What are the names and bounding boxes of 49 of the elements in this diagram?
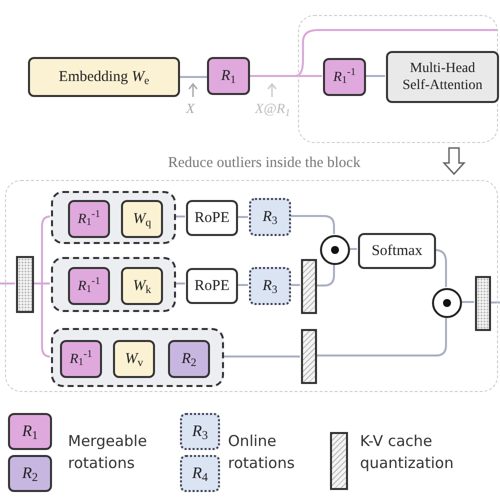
variable-label: X@R$_{1}$ [255,101,290,120]
online-rotation-box: R$_{3}$ [249,267,291,305]
rope-box: RoPE [186,268,238,304]
connector-line [237,284,248,286]
rotation-box: R$_{1}$ [207,57,250,95]
weight-box: W$_{k}$ [121,267,163,305]
kv-cache-bar [301,329,317,384]
projection-group [51,191,176,244]
connector-line [0,282,15,284]
connector-line [33,282,50,358]
softmax-box: Softmax [358,233,436,269]
connector-line [290,215,335,234]
connector-line [316,264,335,286]
connector-line [223,356,300,358]
connector-line [490,302,500,304]
projection-group [51,328,224,387]
online-rotation-box: R$_{3}$ [249,198,291,236]
quantization-bar [16,256,34,313]
rotation-box: R$_{2}$ [168,340,210,378]
connector-line [434,249,447,287]
attention-box: Multi-Head Self-Attention [386,51,499,103]
connector-line [316,317,447,356]
weight-box: W$_{v}$ [113,340,155,378]
online-rotation-sample: R$_{4}$ [180,455,220,492]
legend-label: Online rotations [228,431,296,474]
connector-line [461,301,474,303]
rope-box: RoPE [186,200,238,236]
kv-cache-sample [330,432,348,490]
legend-label: Mergeable rotations [68,431,148,474]
kv-cache-bar [301,259,317,314]
rotation-sample: R$_{2}$ [8,455,52,492]
connector-line [180,76,207,78]
variable-label: X [186,101,195,119]
projection-group [51,257,176,312]
connector-line [175,216,185,218]
connector-line [290,284,300,286]
connector-line [175,282,185,284]
quantization-bar [475,276,491,331]
annotation-text: Reduce outliers inside the block [168,154,360,173]
connector-line [365,75,385,77]
weight-box: W$_{q}$ [121,200,163,238]
legend-label: K-V cache quantization [360,431,455,474]
rotation-sample: R$_{1}$ [8,413,52,450]
transformer-block-region [298,15,498,143]
embedding-box: Embedding W$_{e}$ [28,57,180,97]
block-region [5,180,498,392]
connector-line [237,216,248,218]
connector-line [250,29,498,77]
online-rotation-sample: R$_{3}$ [180,413,220,450]
